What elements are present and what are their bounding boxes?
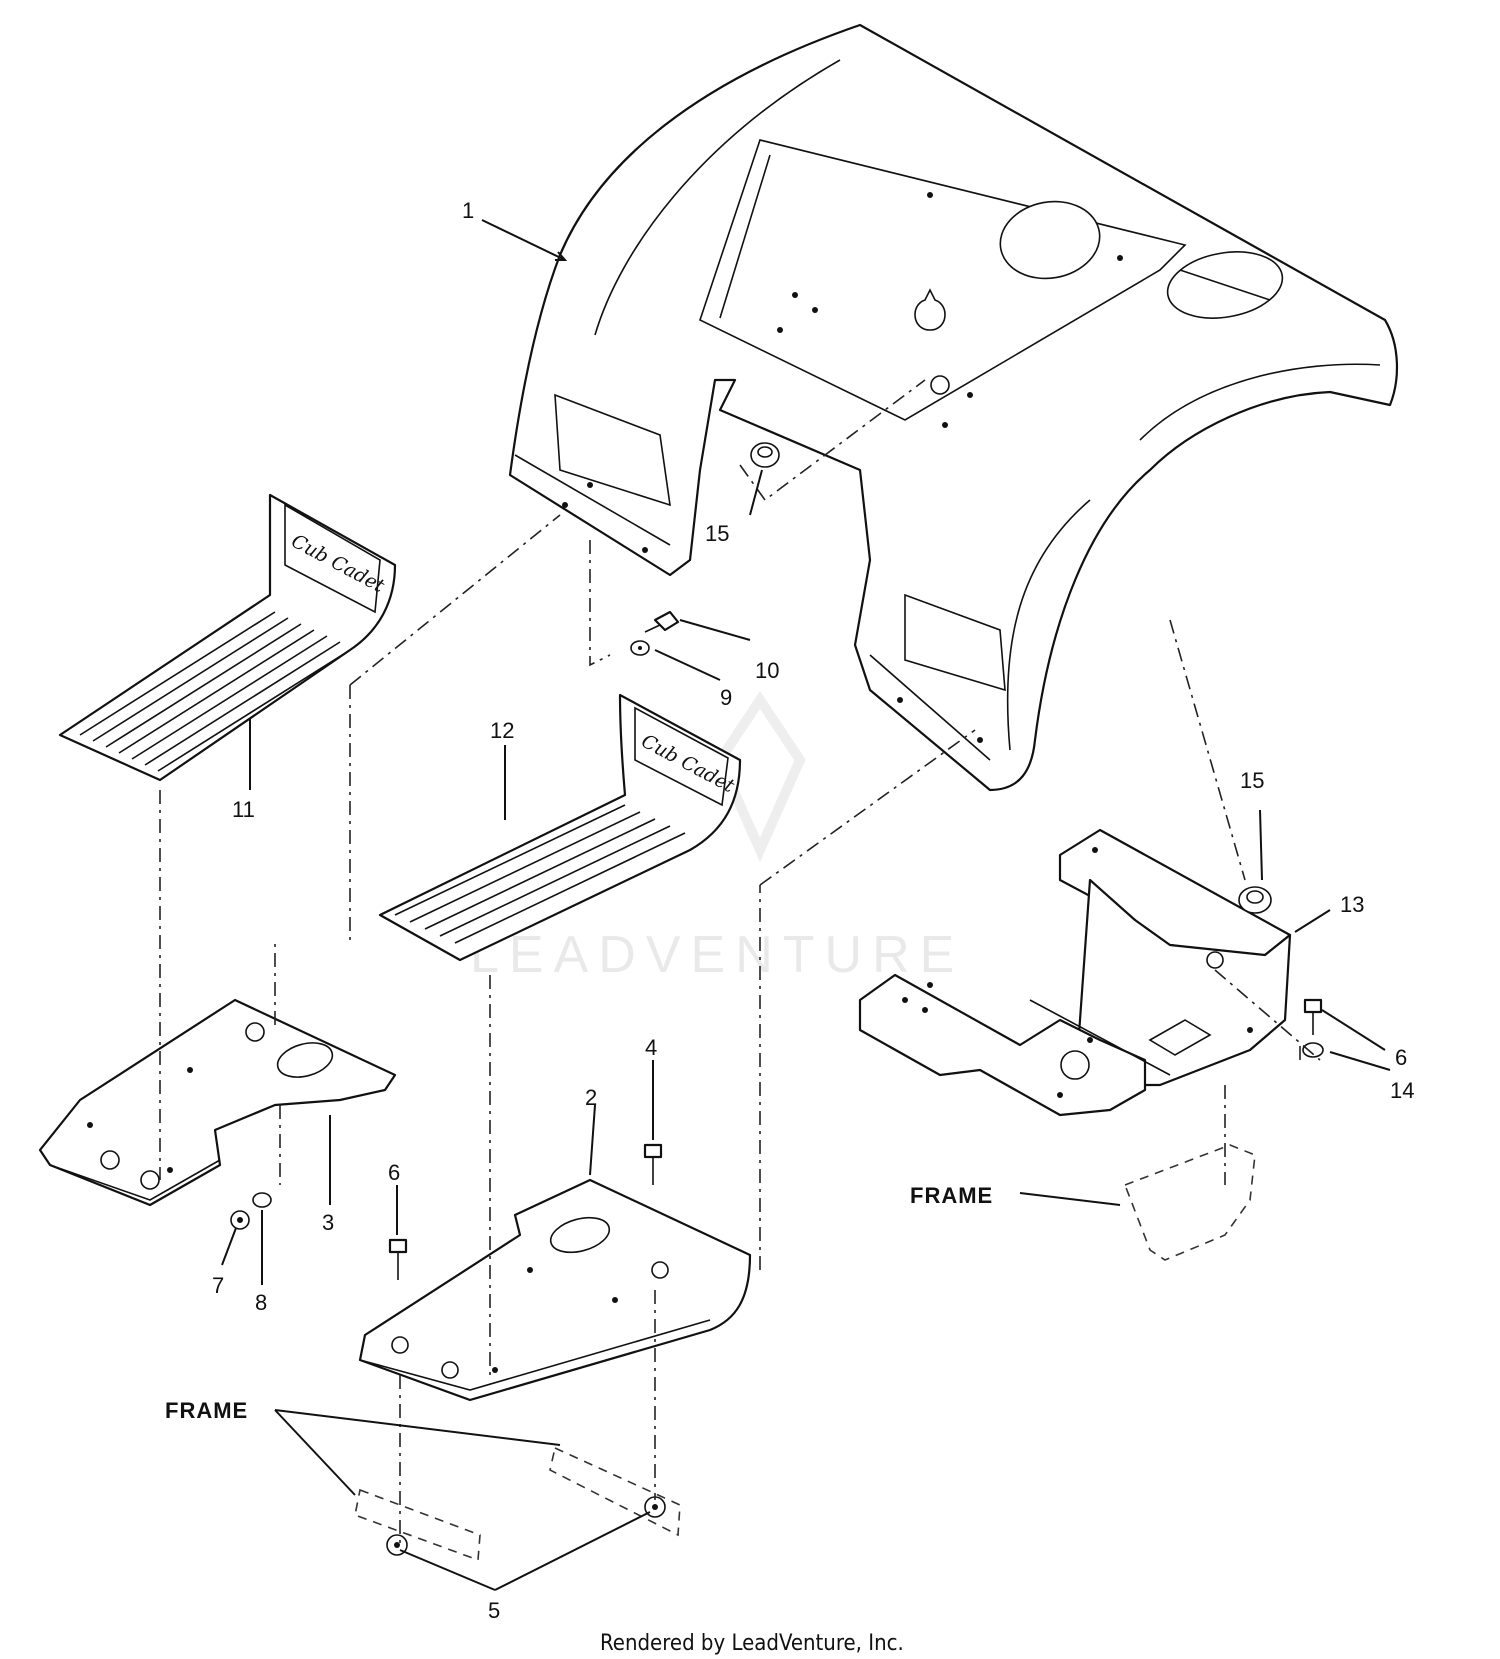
mat-left-ribs <box>79 611 351 772</box>
callout-3: 3 <box>322 1210 334 1235</box>
bolt-4 <box>643 1143 663 1185</box>
watermark-text: LEADVENTURE <box>470 926 964 984</box>
frame-label-right: FRAME <box>910 1183 993 1208</box>
mat-left: Cub Cadet <box>58 493 397 782</box>
footrest-center <box>358 1178 752 1402</box>
bolt-6-center <box>388 1238 408 1280</box>
callout-15-fender: 15 <box>705 521 729 546</box>
frame-phantom <box>354 1144 1256 1562</box>
washer-9 <box>630 640 650 656</box>
bolt-6-right <box>1303 998 1323 1035</box>
mat-center: Cub Cadet <box>378 693 742 962</box>
mat-center-ribs <box>394 804 686 944</box>
callout-4: 4 <box>645 1035 657 1060</box>
callout-6-center: 6 <box>388 1160 400 1185</box>
callout-11: 11 <box>232 797 255 822</box>
nut-7 <box>230 1210 250 1230</box>
bracket-part <box>858 828 1292 1117</box>
callout-15-bracket: 15 <box>1240 768 1264 793</box>
washer-14 <box>1302 1042 1324 1058</box>
bolt-10 <box>644 610 680 633</box>
leadventure-watermark: LEADVENTURE <box>470 690 964 984</box>
callout-10: 10 <box>755 658 779 683</box>
callout-8: 8 <box>255 1290 267 1315</box>
callout-2: 2 <box>585 1085 597 1110</box>
callout-14: 14 <box>1390 1078 1414 1103</box>
callout-5: 5 <box>488 1598 500 1623</box>
fender-part <box>508 23 1398 792</box>
washer-8 <box>252 1192 272 1208</box>
assembly-lines <box>159 379 1321 1545</box>
footer-credit: Rendered by LeadVenture, Inc. <box>600 1631 904 1656</box>
callouts: 1 2 3 4 5 6 6 7 8 9 10 11 12 13 14 15 15 <box>212 198 1414 1623</box>
callout-1: 1 <box>462 198 474 223</box>
callout-13: 13 <box>1340 892 1364 917</box>
callout-6-right: 6 <box>1395 1045 1407 1070</box>
callout-9: 9 <box>720 685 732 710</box>
leader-lines <box>221 219 1391 1591</box>
callout-12: 12 <box>490 718 514 743</box>
callout-7: 7 <box>212 1273 224 1298</box>
frame-label-left: FRAME <box>165 1398 248 1423</box>
hardware <box>230 610 1324 1556</box>
footrest-left <box>38 998 397 1207</box>
